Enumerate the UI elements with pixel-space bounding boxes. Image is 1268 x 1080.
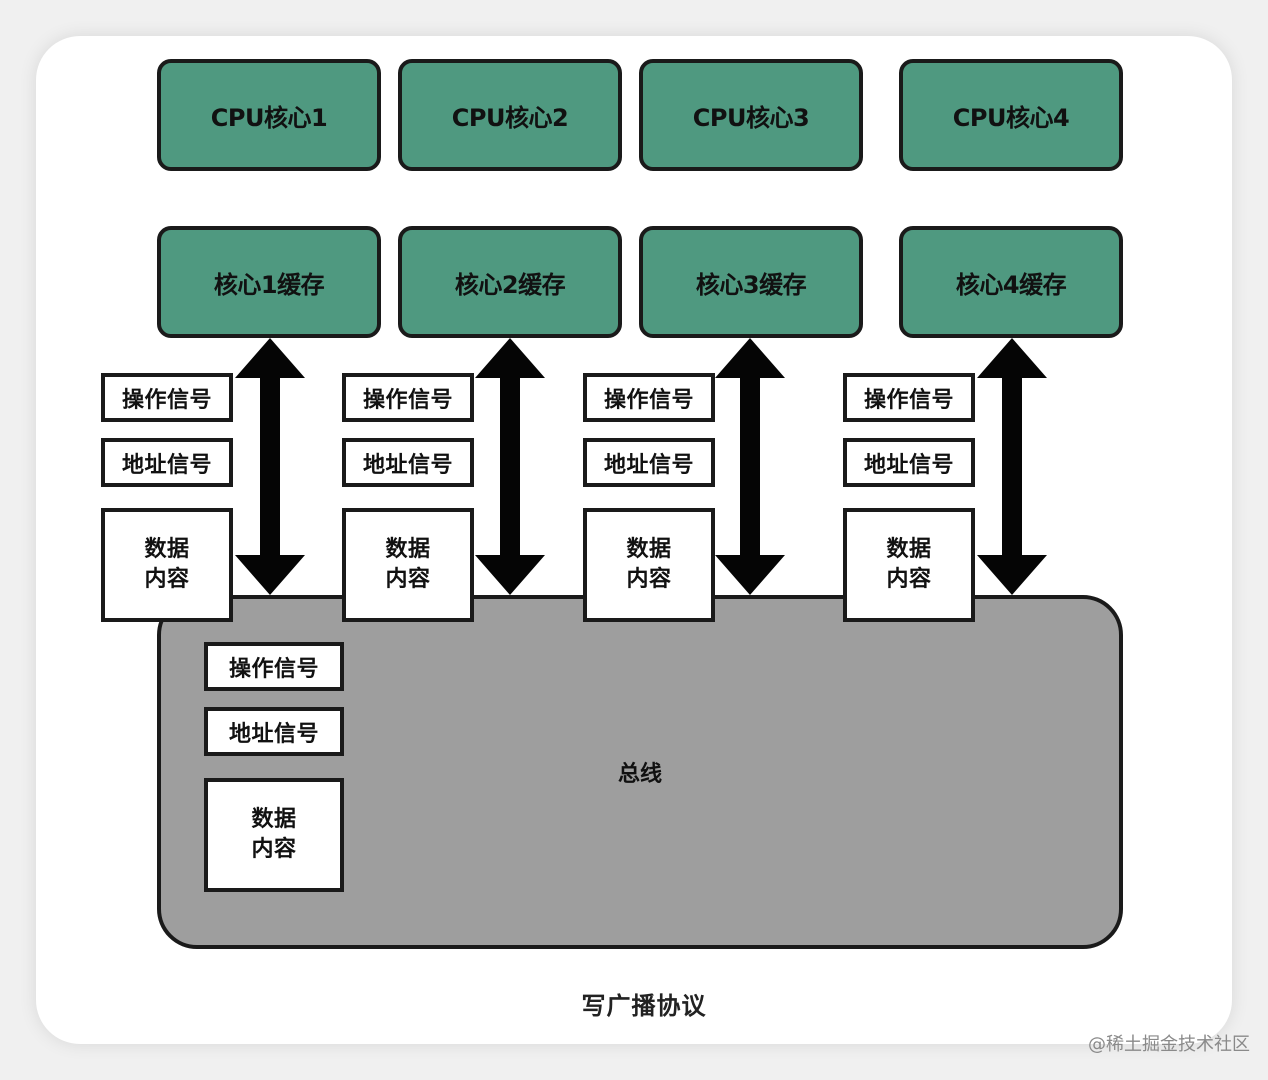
double-arrow-icon: [977, 338, 1047, 595]
address-signal-label: 地址信号: [121, 452, 212, 478]
data-line-2: 内容: [626, 567, 672, 592]
address-signal-label: 地址信号: [228, 721, 319, 747]
data-content-2: 数据内容: [342, 508, 474, 622]
address-signal-4: 地址信号: [843, 438, 975, 487]
bus-address-signal: 地址信号: [204, 707, 344, 756]
double-arrow-icon: [475, 338, 545, 595]
operation-signal-3: 操作信号: [583, 373, 715, 422]
double-arrow-icon: [235, 338, 305, 595]
data-line-2: 内容: [886, 567, 932, 592]
watermark: @稀土掘金技术社区: [1088, 1034, 1250, 1055]
diagram-caption: 写广播协议: [581, 992, 707, 1020]
data-line-2: 内容: [251, 837, 297, 862]
core-3-cache-label: 核心3缓存: [695, 270, 807, 299]
data-line-1: 数据: [251, 807, 297, 832]
cpu-core-3: CPU核心3: [639, 59, 863, 171]
operation-signal-label: 操作信号: [863, 387, 954, 413]
cpu-core-4: CPU核心4: [899, 59, 1123, 171]
bus-label: 总线: [617, 762, 662, 787]
bus-operation-signal: 操作信号: [204, 642, 344, 691]
core-4-cache: 核心4缓存: [899, 226, 1123, 338]
cpu-core-2-label: CPU核心2: [451, 103, 569, 132]
cpu-core-4-label: CPU核心4: [952, 103, 1070, 132]
core-1-cache-label: 核心1缓存: [213, 270, 325, 299]
address-signal-3: 地址信号: [583, 438, 715, 487]
core-2-cache: 核心2缓存: [398, 226, 622, 338]
data-content-4: 数据内容: [843, 508, 975, 622]
double-arrow-icon: [715, 338, 785, 595]
data-content-3: 数据内容: [583, 508, 715, 622]
data-line-1: 数据: [385, 537, 431, 562]
core-1-cache: 核心1缓存: [157, 226, 381, 338]
operation-signal-label: 操作信号: [228, 656, 319, 682]
bus-data-content: 数据内容: [204, 778, 344, 892]
operation-signal-2: 操作信号: [342, 373, 474, 422]
data-line-1: 数据: [626, 537, 672, 562]
cpu-core-1-label: CPU核心1: [210, 103, 328, 132]
core-2-cache-label: 核心2缓存: [454, 270, 566, 299]
operation-signal-1: 操作信号: [101, 373, 233, 422]
data-line-1: 数据: [144, 537, 190, 562]
operation-signal-label: 操作信号: [121, 387, 212, 413]
address-signal-2: 地址信号: [342, 438, 474, 487]
core-4-cache-label: 核心4缓存: [955, 270, 1067, 299]
cpu-core-3-label: CPU核心3: [692, 103, 810, 132]
address-signal-label: 地址信号: [863, 452, 954, 478]
address-signal-label: 地址信号: [603, 452, 694, 478]
address-signal-1: 地址信号: [101, 438, 233, 487]
cpu-core-1: CPU核心1: [157, 59, 381, 171]
data-line-2: 内容: [144, 567, 190, 592]
operation-signal-label: 操作信号: [362, 387, 453, 413]
data-line-2: 内容: [385, 567, 431, 592]
cpu-core-2: CPU核心2: [398, 59, 622, 171]
address-signal-label: 地址信号: [362, 452, 453, 478]
data-line-1: 数据: [886, 537, 932, 562]
operation-signal-label: 操作信号: [603, 387, 694, 413]
operation-signal-4: 操作信号: [843, 373, 975, 422]
core-3-cache: 核心3缓存: [639, 226, 863, 338]
data-content-1: 数据内容: [101, 508, 233, 622]
